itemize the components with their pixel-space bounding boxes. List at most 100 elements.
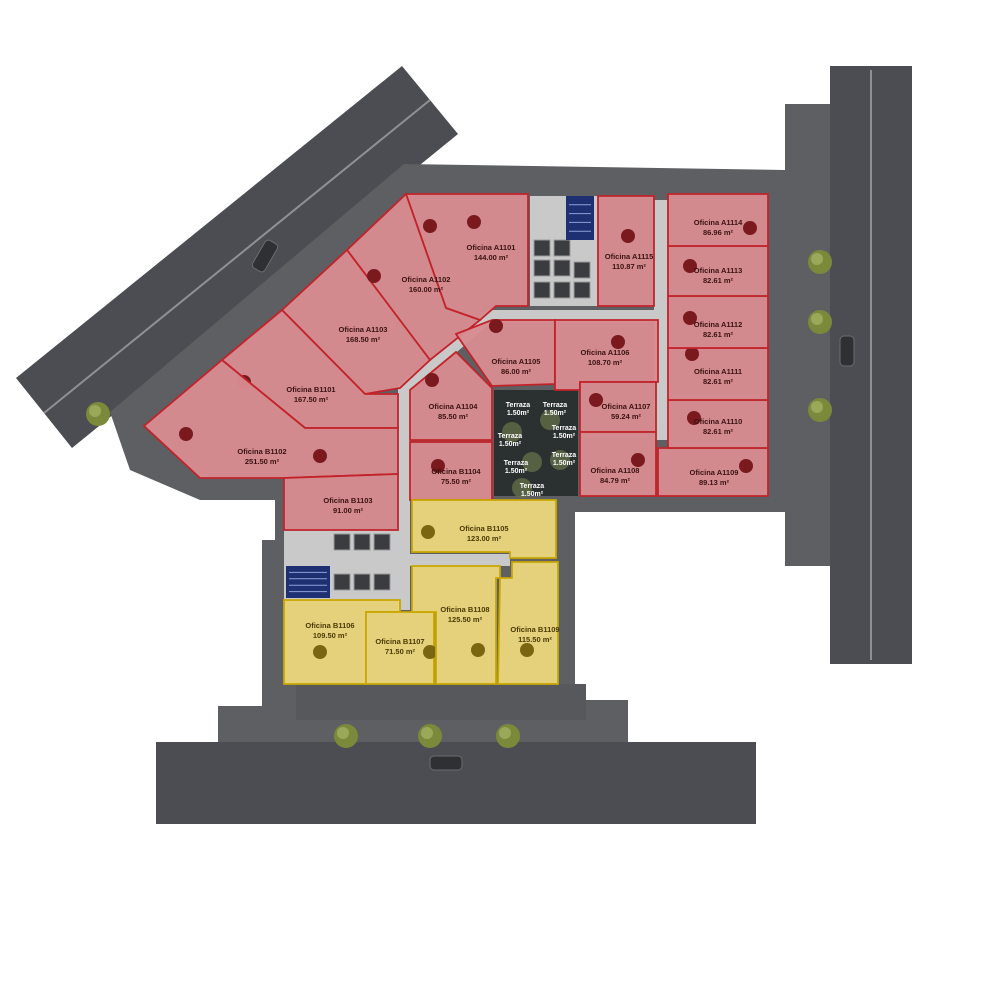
unit-area: 75.50 m² bbox=[441, 477, 472, 486]
unit-marker-icon bbox=[421, 525, 435, 539]
elevator-block bbox=[553, 281, 571, 299]
unit-name: Oficina A1103 bbox=[339, 325, 388, 334]
unit-name: Oficina A1115 bbox=[605, 252, 654, 261]
unit-name: Oficina A1112 bbox=[694, 320, 743, 329]
terrace-area: 1.50m² bbox=[544, 410, 567, 417]
unit-marker-icon bbox=[423, 645, 437, 659]
stair-elements bbox=[286, 196, 594, 598]
unit-name: Oficina B1101 bbox=[286, 385, 335, 394]
stairwell bbox=[566, 196, 594, 240]
unit-name: Oficina B1109 bbox=[510, 625, 559, 634]
terrace-name: Terraza bbox=[543, 402, 567, 409]
car-bottom bbox=[429, 755, 463, 771]
elevator-block bbox=[553, 239, 571, 257]
terrace-area: 1.50m² bbox=[553, 460, 576, 467]
unit-shape[interactable] bbox=[283, 473, 399, 531]
unit-name: Oficina A1107 bbox=[602, 402, 651, 411]
unit-marker-icon bbox=[471, 643, 485, 657]
unit-name: Oficina A1102 bbox=[402, 275, 451, 284]
elevator-block bbox=[573, 281, 591, 299]
elevator-block bbox=[353, 533, 371, 551]
unit-name: Oficina A1113 bbox=[694, 266, 743, 275]
tree-highlight bbox=[89, 405, 101, 417]
tree-highlight bbox=[337, 727, 349, 739]
unit-marker-icon bbox=[520, 643, 534, 657]
terrace-name: Terraza bbox=[552, 452, 576, 459]
courtyard-floor bbox=[494, 390, 578, 496]
unit-area: 160.00 m² bbox=[409, 285, 444, 294]
terrace-labels: Terraza1.50m²Terraza1.50m²Terraza1.50m²T… bbox=[498, 402, 576, 498]
unit-area: 82.61 m² bbox=[703, 330, 734, 339]
elevator-block bbox=[333, 533, 351, 551]
unit-area: 123.00 m² bbox=[467, 534, 502, 543]
tree-highlight bbox=[421, 727, 433, 739]
unit-area: 110.87 m² bbox=[612, 262, 646, 271]
unit-area: 82.61 m² bbox=[703, 427, 734, 436]
terrace-name: Terraza bbox=[504, 460, 528, 467]
unit-area: 168.50 m² bbox=[346, 335, 381, 344]
unit-shape[interactable] bbox=[411, 499, 557, 559]
unit-area: 82.61 m² bbox=[703, 276, 734, 285]
unit-marker-icon bbox=[431, 459, 445, 473]
terrace-area: 1.50m² bbox=[521, 491, 544, 498]
unit-marker-icon bbox=[467, 215, 481, 229]
unit-marker-icon bbox=[179, 427, 193, 441]
unit-shape[interactable] bbox=[667, 193, 769, 247]
unit-shape[interactable] bbox=[597, 195, 655, 307]
unit-name: Oficina A1110 bbox=[694, 417, 743, 426]
unit-marker-icon bbox=[313, 449, 327, 463]
unit-area: 251.50 m² bbox=[245, 457, 280, 466]
unit-name: Oficina A1104 bbox=[429, 402, 479, 411]
sidewalk-bottom bbox=[296, 684, 586, 720]
terrace-area: 1.50m² bbox=[505, 468, 528, 475]
unit-area: 91.00 m² bbox=[333, 506, 364, 515]
terrace-area: 1.50m² bbox=[507, 410, 530, 417]
car-right bbox=[839, 335, 855, 367]
unit-marker-icon bbox=[313, 645, 327, 659]
unit-area: 84.79 m² bbox=[600, 476, 631, 485]
unit-name: Oficina A1114 bbox=[694, 218, 743, 227]
unit-shape[interactable] bbox=[142, 358, 399, 479]
elevator-block bbox=[533, 259, 551, 277]
elevator-block bbox=[373, 533, 391, 551]
unit-area: 108.70 m² bbox=[588, 358, 623, 367]
elevator-block bbox=[373, 573, 391, 591]
unit-marker-icon bbox=[367, 269, 381, 283]
unit-marker-icon bbox=[621, 229, 635, 243]
palm-icon bbox=[512, 478, 532, 498]
terrace-name: Terraza bbox=[520, 483, 544, 490]
terrace-name: Terraza bbox=[498, 433, 522, 440]
bottom-road bbox=[156, 742, 756, 824]
roads bbox=[16, 66, 912, 824]
tree-highlight bbox=[811, 401, 823, 413]
trees bbox=[86, 250, 832, 748]
unit-shape[interactable] bbox=[579, 431, 657, 497]
unit-name: Oficina B1102 bbox=[237, 447, 286, 456]
unit-shape[interactable] bbox=[497, 561, 559, 685]
